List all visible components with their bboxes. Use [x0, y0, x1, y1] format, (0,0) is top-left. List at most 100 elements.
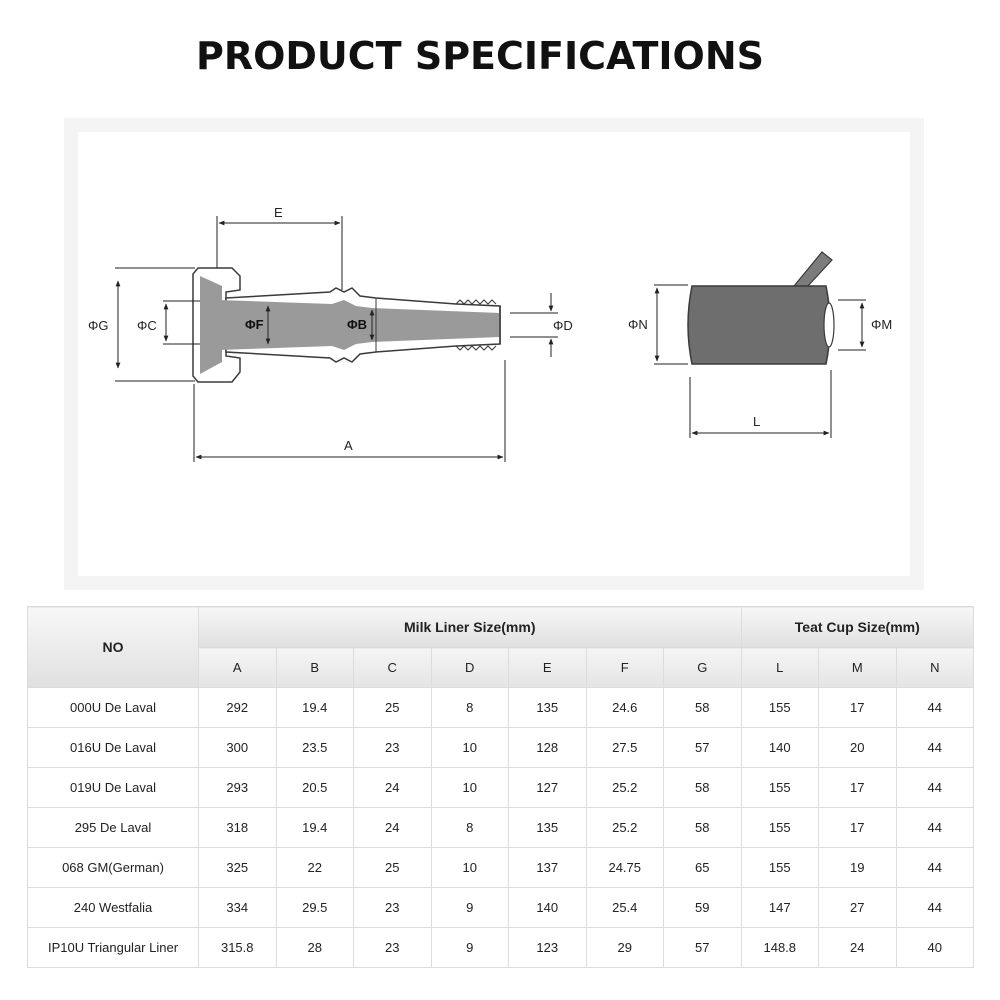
cell-l: 155: [740, 687, 820, 728]
cell-g: 58: [663, 687, 742, 728]
cell-a: 292: [198, 687, 277, 728]
header-teat-cup-group: Teat Cup Size(mm): [740, 606, 975, 648]
cell-c: 23: [353, 887, 432, 928]
dim-c-label: ΦC: [137, 318, 157, 333]
cell-m: 17: [818, 767, 897, 808]
column-header-b: B: [275, 647, 354, 688]
dim-f-label: ΦF: [245, 317, 264, 332]
cell-n: 40: [895, 927, 975, 968]
column-header-n: N: [895, 647, 975, 688]
cell-b: 19.4: [275, 807, 354, 848]
cell-m: 17: [818, 687, 897, 728]
cell-m: 20: [818, 727, 897, 768]
cell-e: 137: [508, 847, 587, 888]
table-group-header-row: NO Milk Liner Size(mm) Teat Cup Size(mm): [27, 606, 975, 688]
column-header-e: E: [508, 647, 587, 688]
dim-b-label: ΦB: [347, 317, 367, 332]
column-header-l: L: [740, 647, 820, 688]
cell-f: 25.2: [585, 767, 664, 808]
cell-b: 22: [275, 847, 354, 888]
cell-d: 8: [430, 807, 509, 848]
cell-n: 44: [895, 767, 975, 808]
column-header-c: C: [353, 647, 432, 688]
cell-a: 300: [198, 727, 277, 768]
cell-a: 318: [198, 807, 277, 848]
cell-g: 57: [663, 727, 742, 768]
cell-l: 147: [740, 887, 820, 928]
teat-cup-drawing: ΦN ΦM L: [628, 251, 892, 438]
header-no: NO: [27, 606, 199, 688]
column-header-a: A: [198, 647, 277, 688]
cell-e: 135: [508, 687, 587, 728]
cell-e: 123: [508, 927, 587, 968]
dim-a-label: A: [344, 438, 353, 453]
diagram-frame: E ΦG ΦC ΦF ΦB ΦD: [64, 118, 924, 590]
cell-l: 155: [740, 807, 820, 848]
cell-c: 23: [353, 927, 432, 968]
cell-f: 25.2: [585, 807, 664, 848]
cell-c: 24: [353, 807, 432, 848]
cell-g: 58: [663, 767, 742, 808]
cell-e: 127: [508, 767, 587, 808]
column-header-g: G: [663, 647, 742, 688]
teat-cup-body: [687, 285, 831, 365]
row-model-name: 068 GM(German): [27, 847, 199, 888]
cell-l: 140: [740, 727, 820, 768]
row-model-name: 000U De Laval: [27, 687, 199, 728]
cell-n: 44: [895, 807, 975, 848]
cell-n: 44: [895, 887, 975, 928]
cell-c: 24: [353, 767, 432, 808]
cell-m: 24: [818, 927, 897, 968]
cell-n: 44: [895, 687, 975, 728]
cell-d: 10: [430, 767, 509, 808]
teat-cup-nozzle: [792, 251, 833, 289]
header-milk-liner-group: Milk Liner Size(mm): [198, 606, 742, 648]
cell-n: 44: [895, 847, 975, 888]
liner-head-fill: [200, 276, 222, 374]
cell-m: 17: [818, 807, 897, 848]
dim-d-label: ΦD: [553, 318, 573, 333]
cell-c: 25: [353, 687, 432, 728]
cell-c: 23: [353, 727, 432, 768]
cell-e: 128: [508, 727, 587, 768]
cell-n: 44: [895, 727, 975, 768]
cell-e: 135: [508, 807, 587, 848]
cell-b: 23.5: [275, 727, 354, 768]
cell-l: 155: [740, 767, 820, 808]
dim-e-label: E: [274, 205, 283, 220]
cell-b: 20.5: [275, 767, 354, 808]
cell-f: 24.6: [585, 687, 664, 728]
cell-m: 19: [818, 847, 897, 888]
cell-e: 140: [508, 887, 587, 928]
dim-n-label: ΦN: [628, 317, 648, 332]
cell-l: 155: [740, 847, 820, 888]
dim-l-label: L: [753, 414, 760, 429]
teat-cup-opening: [823, 302, 835, 348]
dim-m-label: ΦM: [871, 317, 892, 332]
cell-d: 9: [430, 887, 509, 928]
cell-g: 58: [663, 807, 742, 848]
cell-d: 10: [430, 727, 509, 768]
column-header-f: F: [585, 647, 664, 688]
spec-table: NO Milk Liner Size(mm) Teat Cup Size(mm)…: [27, 606, 975, 968]
cell-a: 315.8: [198, 927, 277, 968]
spec-diagram: E ΦG ΦC ΦF ΦB ΦD: [88, 205, 892, 462]
dim-g-label: ΦG: [88, 318, 108, 333]
cell-f: 25.4: [585, 887, 664, 928]
cell-f: 24.75: [585, 847, 664, 888]
cell-b: 28: [275, 927, 354, 968]
column-header-m: M: [818, 647, 897, 688]
cell-l: 148.8: [740, 927, 820, 968]
row-model-name: 019U De Laval: [27, 767, 199, 808]
row-model-name: 240 Westfalia: [27, 887, 199, 928]
cell-f: 27.5: [585, 727, 664, 768]
liner-bore: [218, 300, 500, 350]
